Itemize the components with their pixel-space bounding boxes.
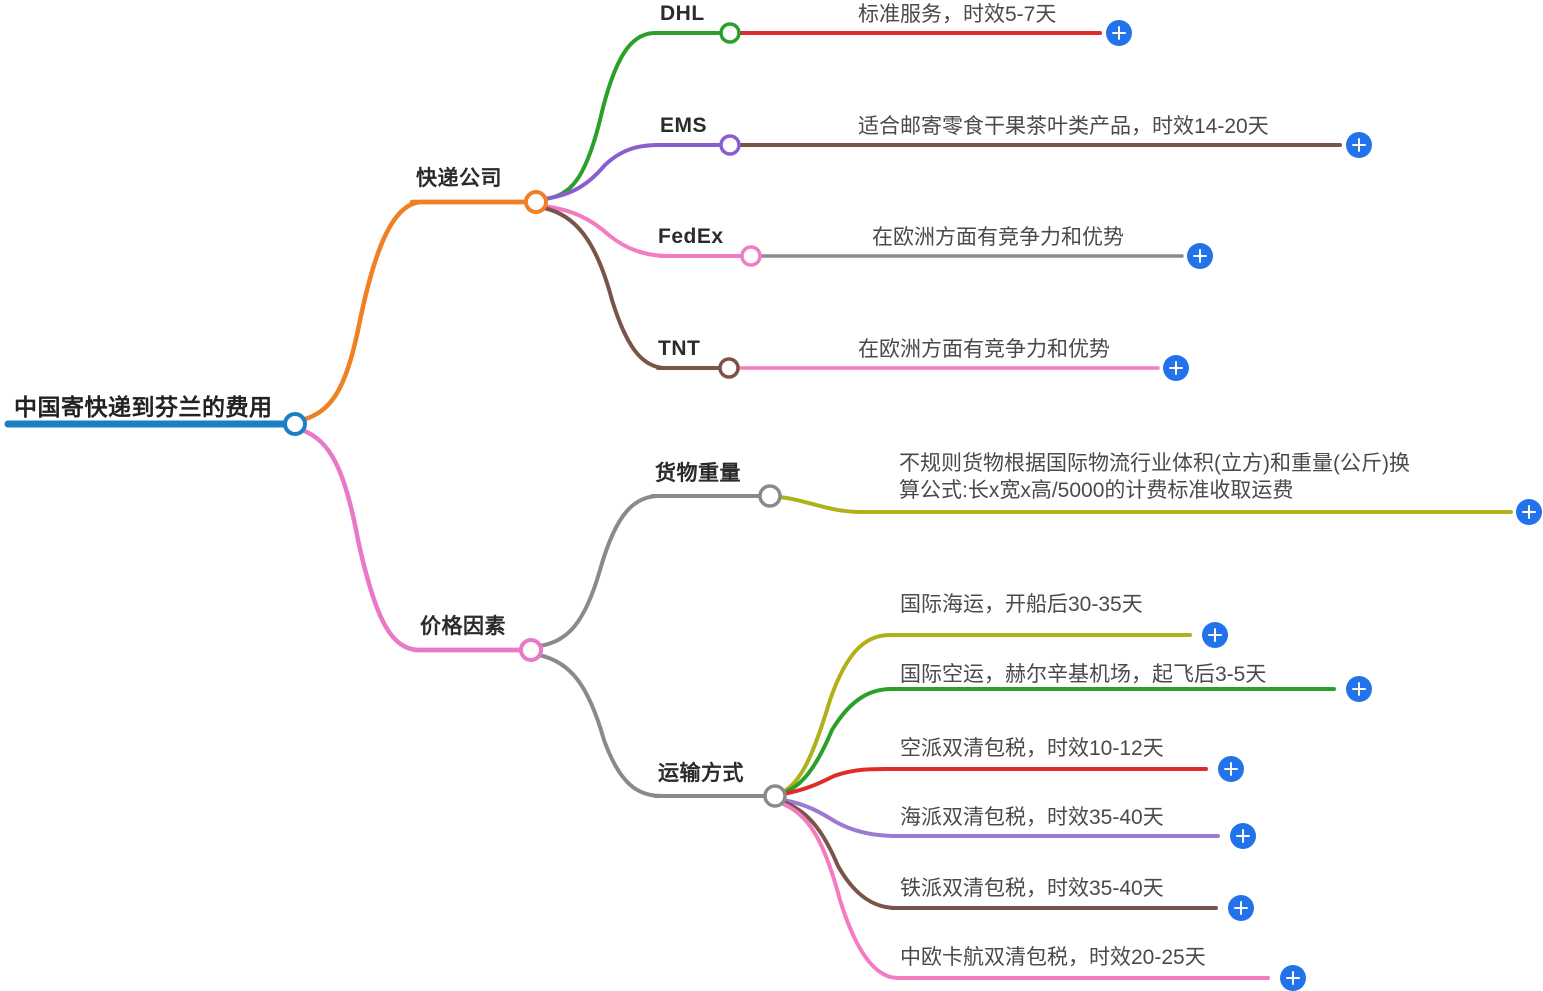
leaf-label-dhl-detail[interactable]: 标准服务，时效5-7天 <box>858 3 1057 26</box>
expand-button-fedex[interactable] <box>1187 243 1213 269</box>
expand-button-sea-ddp[interactable] <box>1230 823 1256 849</box>
leaf-label-rail-ddp[interactable]: 铁派双清包税，时效35-40天 <box>900 877 1164 900</box>
leaf-label-cargo-weight-detail[interactable]: 不规则货物根据国际物流行业体积(立方)和重量(公斤)换 算公式:长x宽x高/50… <box>899 452 1410 503</box>
branch-label-express-companies[interactable]: 快递公司 <box>416 167 502 190</box>
branch-label-price-factors[interactable]: 价格因素 <box>420 615 506 638</box>
leaf-label-air-freight[interactable]: 国际空运，赫尔辛基机场，起飞后3-5天 <box>900 663 1267 686</box>
expand-button-tnt[interactable] <box>1163 355 1189 381</box>
node-label-fedex[interactable]: FedEx <box>658 225 724 248</box>
node-circle-ems <box>719 134 741 156</box>
expand-button-air-freight[interactable] <box>1346 676 1372 702</box>
node-circle-price <box>519 638 543 662</box>
link-root-express <box>299 199 531 423</box>
expand-button-sea-freight[interactable] <box>1202 622 1228 648</box>
node-circle-transport <box>763 784 787 808</box>
node-label-transport-methods[interactable]: 运输方式 <box>658 762 744 785</box>
root-node-label[interactable]: 中国寄快递到芬兰的费用 <box>14 394 273 420</box>
node-label-cargo-weight[interactable]: 货物重量 <box>655 462 741 485</box>
expand-button-dhl[interactable] <box>1106 20 1132 46</box>
node-circle-weight <box>758 484 782 508</box>
node-circle-fedex <box>740 245 762 267</box>
leaf-label-tnt-detail[interactable]: 在欧洲方面有竞争力和优势 <box>858 338 1110 361</box>
link-price-weight <box>537 494 764 648</box>
link-express-ems <box>542 143 724 201</box>
expand-button-rail-ddp[interactable] <box>1228 895 1254 921</box>
node-circles <box>283 22 787 808</box>
leaf-label-truck-ddp[interactable]: 中欧卡航双清包税，时效20-25天 <box>900 946 1206 969</box>
leaf-label-sea-freight[interactable]: 国际海运，开船后30-35天 <box>900 593 1143 616</box>
leaf-label-air-ddp[interactable]: 空派双清包税，时效10-12天 <box>900 737 1164 760</box>
leaf-label-ems-detail[interactable]: 适合邮寄零食干果茶叶类产品，时效14-20天 <box>858 115 1269 138</box>
expand-button-truck-ddp[interactable] <box>1280 965 1306 991</box>
link-transport-sea <box>781 633 1192 794</box>
node-label-ems[interactable]: EMS <box>660 114 708 137</box>
node-circle-express <box>524 190 548 214</box>
expand-button-ems[interactable] <box>1346 132 1372 158</box>
node-label-dhl[interactable]: DHL <box>660 2 705 25</box>
node-circle-tnt <box>718 357 740 379</box>
expand-button-air-ddp[interactable] <box>1218 756 1244 782</box>
node-circle-root <box>283 412 307 436</box>
node-label-tnt[interactable]: TNT <box>658 337 701 360</box>
node-circle-dhl <box>719 22 741 44</box>
expand-button-cargo-weight[interactable] <box>1516 499 1542 525</box>
leaf-label-sea-ddp[interactable]: 海派双清包税，时效35-40天 <box>900 806 1164 829</box>
leaf-label-fedex-detail[interactable]: 在欧洲方面有竞争力和优势 <box>872 226 1124 249</box>
link-transport-airddp <box>781 766 1208 796</box>
